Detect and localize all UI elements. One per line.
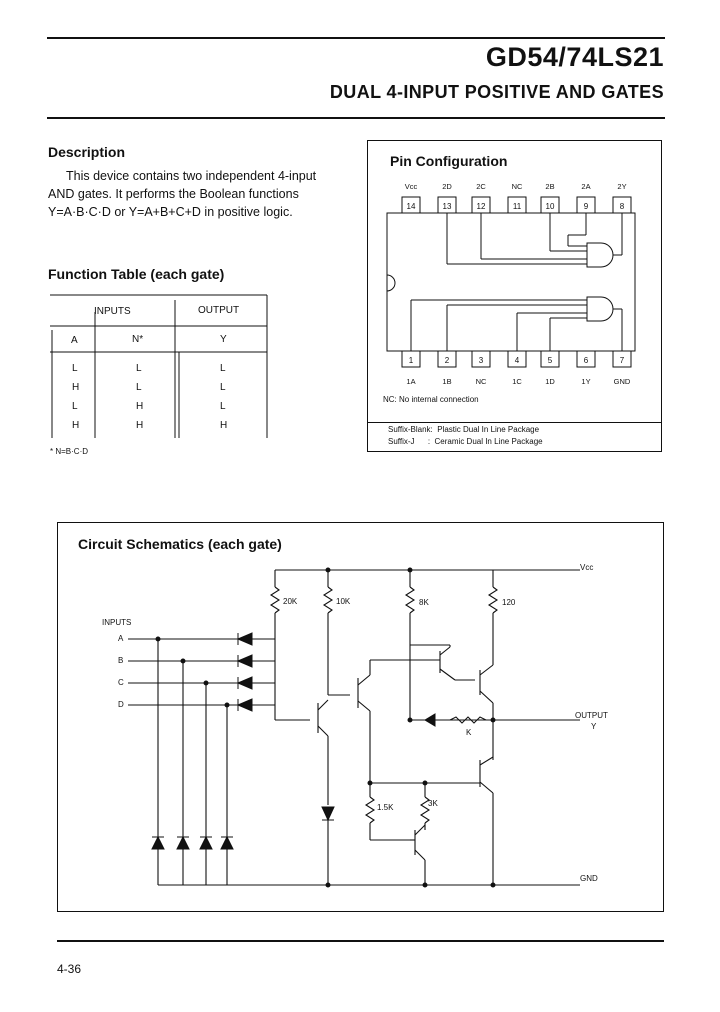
schematic-output-y: Y [591, 722, 597, 731]
schematic-inputs-label: INPUTS [102, 618, 132, 627]
pin-box-bottom [437, 350, 457, 368]
pin-number-top: 11 [513, 202, 522, 211]
schematic-vcc-label: Vcc [580, 563, 594, 572]
pin-diagram: 14Vcc11A132D21B122C3NC11NC41C102B51D92A6… [386, 182, 636, 386]
pin-number-top: 9 [584, 202, 589, 211]
schematic-input-c: C [118, 678, 124, 687]
col-header-n: N* [132, 334, 144, 345]
table-cell: L [220, 401, 226, 412]
pin-label-bottom: 1Y [581, 377, 590, 386]
description-line-3: Y=A·B·C·D or Y=A+B+C+D in positive logic… [48, 205, 293, 219]
header-bottom-rule [47, 117, 665, 119]
table-cell: L [220, 363, 226, 374]
function-table-heading: Function Table (each gate) [48, 266, 225, 282]
pin-number-bottom: 2 [445, 356, 450, 365]
resistor-k-label: K [466, 728, 472, 737]
inputs-group-header: INPUTS [94, 306, 131, 317]
description-text: This device contains two independent 4-i… [48, 167, 358, 221]
pin-label-bottom: NC [476, 377, 487, 386]
pin-label-top: 2C [476, 182, 486, 191]
pin-label-bottom: 1C [512, 377, 522, 386]
pin-label-bottom: 1A [406, 377, 415, 386]
pin-box-bottom [507, 350, 527, 368]
pin-box-top [612, 196, 632, 214]
pin-number-bottom: 3 [479, 356, 484, 365]
output-group-header: OUTPUT [198, 305, 240, 316]
pin-number-bottom: 5 [548, 356, 553, 365]
pin-label-top: Vcc [405, 182, 418, 191]
schematic-heading: Circuit Schematics (each gate) [78, 536, 282, 552]
pin-number-bottom: 1 [409, 356, 414, 365]
part-number: GD54/74LS21 [485, 42, 664, 72]
suffix-blank: Suffix-Blank: Plastic Dual In Line Packa… [388, 425, 540, 434]
pin-number-top: 13 [443, 202, 452, 211]
pin-nc-note: NC: No internal connection [383, 395, 479, 404]
pin-number-top: 12 [477, 202, 486, 211]
footer-rule [57, 940, 664, 942]
pin-box-top [507, 196, 527, 214]
pin-number-bottom: 6 [584, 356, 589, 365]
pin-number-top: 14 [407, 202, 416, 211]
schematic-input-b: B [118, 656, 124, 665]
pin-number-top: 10 [546, 202, 555, 211]
pin-label-bottom: 1B [442, 377, 451, 386]
resistor-10k-label: 10K [336, 597, 351, 606]
schematic-input-d: D [118, 700, 124, 709]
pin-number-top: 8 [620, 202, 625, 211]
pin-number-bottom: 7 [620, 356, 625, 365]
resistor-1-5k-label: 1.5K [377, 803, 394, 812]
pin-box-top [540, 196, 560, 214]
suffix-j: Suffix-J : Ceramic Dual In Line Package [388, 437, 543, 446]
function-table-frame [50, 294, 268, 438]
pin-config-box [367, 140, 662, 452]
pin-box-top [576, 196, 596, 214]
col-header-a: A [71, 335, 78, 346]
pin-box-bottom [576, 350, 596, 368]
pin-label-top: 2B [545, 182, 554, 191]
pin-label-top: NC [512, 182, 523, 191]
schematic-input-a: A [118, 634, 124, 643]
resistor-20k-label: 20K [283, 597, 298, 606]
pin-box-top [401, 196, 421, 214]
resistor-120-label: 120 [502, 598, 516, 607]
pin-config-heading: Pin Configuration [390, 153, 508, 169]
pin-label-bottom: 1D [545, 377, 555, 386]
pin-box-bottom [401, 350, 421, 368]
pin-label-top: 2D [442, 182, 452, 191]
page-subtitle: DUAL 4-INPUT POSITIVE AND GATES [329, 82, 664, 102]
table-cell: H [72, 382, 80, 393]
resistor-8k-label: 8K [419, 598, 429, 607]
function-table-footnote: * N=B·C·D [50, 447, 89, 456]
schematic-gnd-label: GND [580, 874, 598, 883]
resistor-3k-label: 3K [428, 799, 438, 808]
description-line-1: This device contains two independent 4-i… [66, 169, 317, 183]
table-cell: L [72, 401, 78, 412]
pin-box-bottom [612, 350, 632, 368]
pin-box-top [471, 196, 491, 214]
table-cell: H [220, 420, 228, 431]
description-line-2: AND gates. It performs the Boolean funct… [48, 187, 299, 201]
table-cell: L [136, 382, 142, 393]
table-cell: H [72, 420, 80, 431]
table-cell: L [136, 363, 142, 374]
table-cell: L [220, 382, 226, 393]
pin-suffix-divider [367, 422, 662, 423]
header-top-rule [47, 37, 665, 39]
pin-number-bottom: 4 [515, 356, 520, 365]
schematic-diagram [128, 567, 580, 888]
pin-box-top [437, 196, 457, 214]
schematic-output-label: OUTPUT [575, 711, 608, 720]
page-number: 4-36 [57, 962, 82, 976]
table-cell: L [72, 363, 78, 374]
pin-label-bottom: GND [614, 377, 631, 386]
pin-box-bottom [540, 350, 560, 368]
table-cell: H [136, 401, 144, 412]
description-heading: Description [48, 144, 126, 160]
table-cell: H [136, 420, 144, 431]
col-header-y: Y [220, 334, 227, 345]
pin-label-top: 2Y [617, 182, 626, 191]
pin-label-top: 2A [581, 182, 590, 191]
schematic-box [57, 522, 664, 912]
pin-box-bottom [471, 350, 491, 368]
